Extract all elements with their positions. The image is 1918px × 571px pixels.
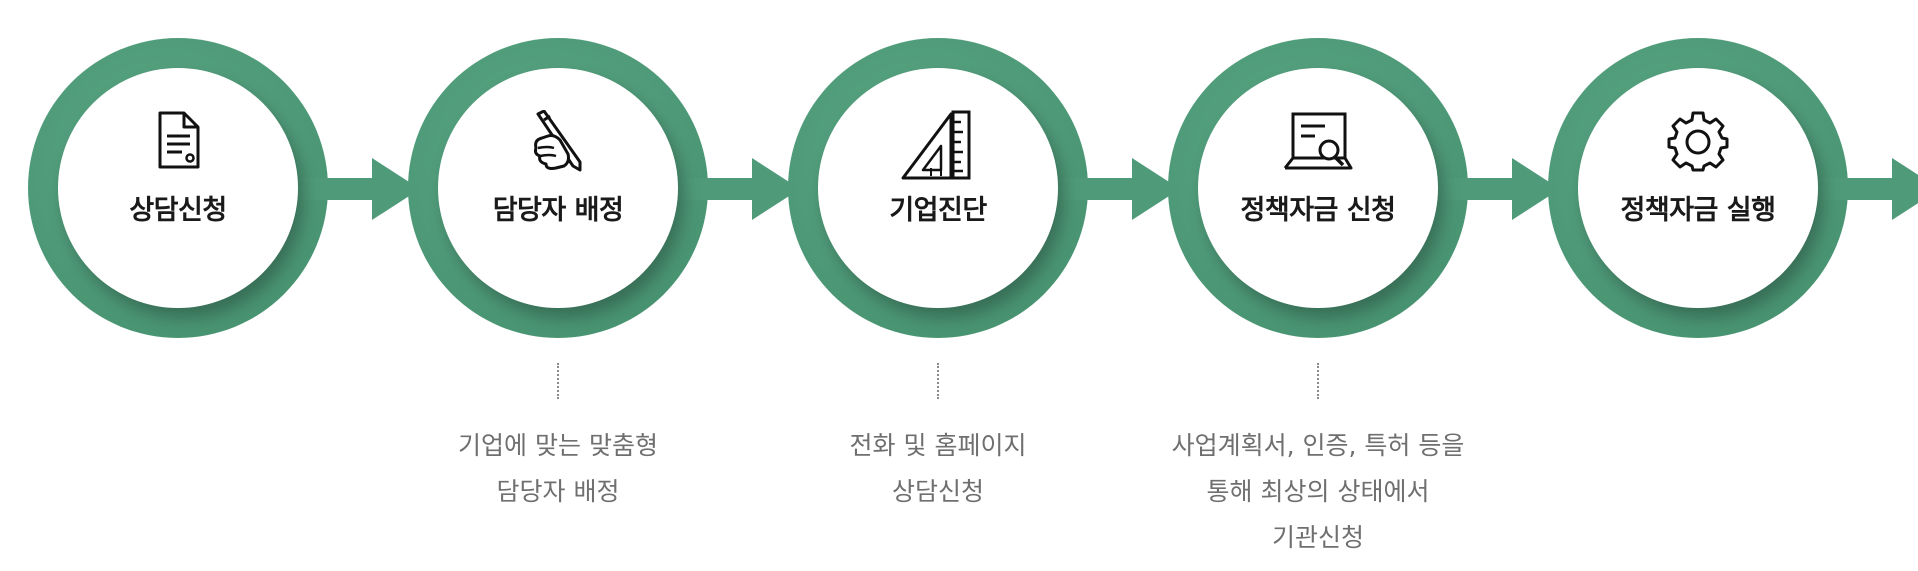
step-circle: [58, 68, 298, 308]
step-circle: [1198, 68, 1438, 308]
step-diagnosis: 기업진단: [788, 38, 1180, 338]
step-label: 상담신청: [129, 195, 227, 226]
step-label: 정책자금 신청: [1240, 195, 1396, 226]
ruler-triangle-icon: [818, 110, 1058, 180]
dotted-connector: [937, 363, 939, 399]
step-fund-execution: 정책자금 실행: [1548, 38, 1918, 338]
step-circle: [438, 68, 678, 308]
step2-description: 기업에 맞는 맞춤형 담당자 배정: [458, 431, 658, 506]
step-circle: [818, 68, 1058, 308]
step-consultation: 상담신청: [28, 38, 420, 338]
step3-description: 전화 및 홈페이지 상담신청: [849, 431, 1027, 506]
step-manager-assignment: 담당자 배정: [408, 38, 800, 338]
document-icon: [58, 110, 298, 176]
step3-note: 전화 및 홈페이지 상담신청: [748, 363, 1128, 515]
gear-icon: [1578, 110, 1818, 176]
arrow-right-icon: [296, 158, 420, 220]
pen-in-hand-icon: [438, 110, 678, 176]
step-fund-application: 정책자금 신청: [1168, 38, 1560, 338]
step4-note: 사업계획서, 인증, 특허 등을 통해 최상의 상태에서 기관신청: [1128, 363, 1508, 561]
inspection-monitor-icon: [1198, 110, 1438, 176]
step4-description: 사업계획서, 인증, 특허 등을 통해 최상의 상태에서 기관신청: [1171, 431, 1465, 552]
step-label: 담당자 배정: [492, 195, 624, 226]
arrow-right-icon: [1436, 158, 1560, 220]
arrow-right-icon: [676, 158, 800, 220]
arrow-right-icon: [1056, 158, 1180, 220]
arrow-right-icon: [1816, 158, 1918, 220]
step-label: 기업진단: [889, 195, 987, 226]
step-circle: [1578, 68, 1818, 308]
dotted-connector: [1317, 363, 1319, 399]
step2-note: 기업에 맞는 맞춤형 담당자 배정: [368, 363, 748, 515]
step-label: 정책자금 실행: [1620, 195, 1776, 226]
dotted-connector: [557, 363, 559, 399]
